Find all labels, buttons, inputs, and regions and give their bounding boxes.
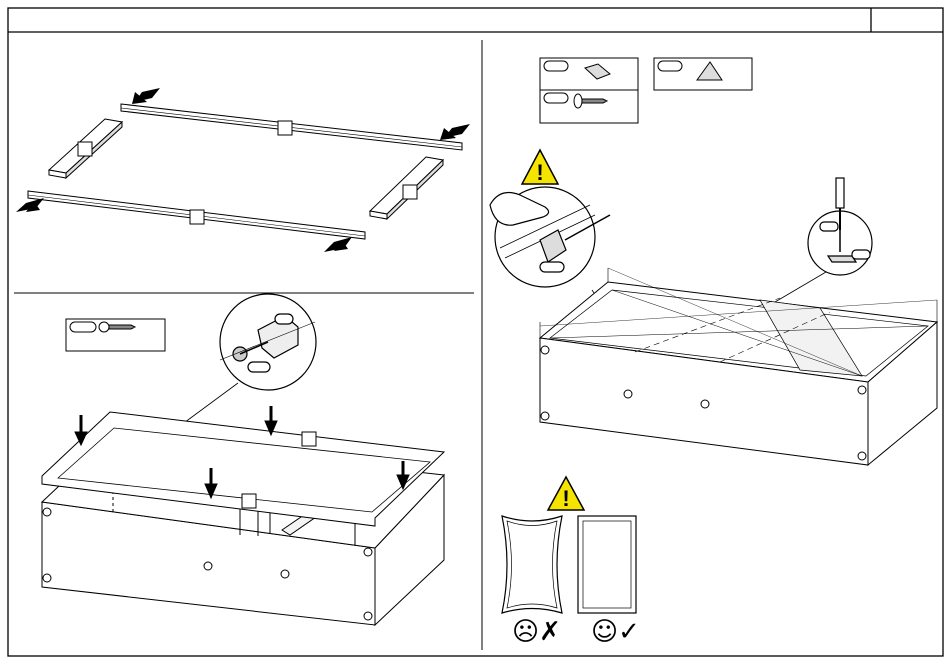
svg-text:!: !: [562, 486, 569, 511]
parts-box-screw: [66, 319, 165, 351]
wrong-indicator: ☹✗: [512, 617, 561, 647]
direction-arrows: [16, 88, 470, 252]
parts-box-corner-block: [654, 58, 752, 90]
warning-icon: !: [522, 150, 558, 185]
comparison-right: [578, 516, 636, 613]
parts-box-screw-short: [540, 90, 638, 123]
comparison-wrong: [502, 516, 562, 613]
part-label-box: [242, 494, 256, 508]
part-label-box: [302, 432, 316, 446]
svg-text:!: !: [536, 160, 543, 185]
right-indicator: ☺✓: [591, 617, 640, 647]
detail-zoom-circle-screwdriver: [775, 178, 872, 302]
part-label-box: [78, 142, 92, 156]
step-corner-block-fixing: !: [490, 58, 937, 647]
warning-icon: !: [548, 477, 584, 511]
step-frame-assembly: [42, 294, 444, 625]
part-label-box: [403, 185, 417, 199]
part-label-box: [190, 210, 204, 224]
part-label-box: [278, 121, 292, 135]
carcass-perspective: [540, 268, 937, 465]
step-rails-layout: [28, 104, 462, 239]
detail-zoom-circle-hand: [490, 187, 610, 296]
parts-box-bracket: [540, 58, 638, 90]
